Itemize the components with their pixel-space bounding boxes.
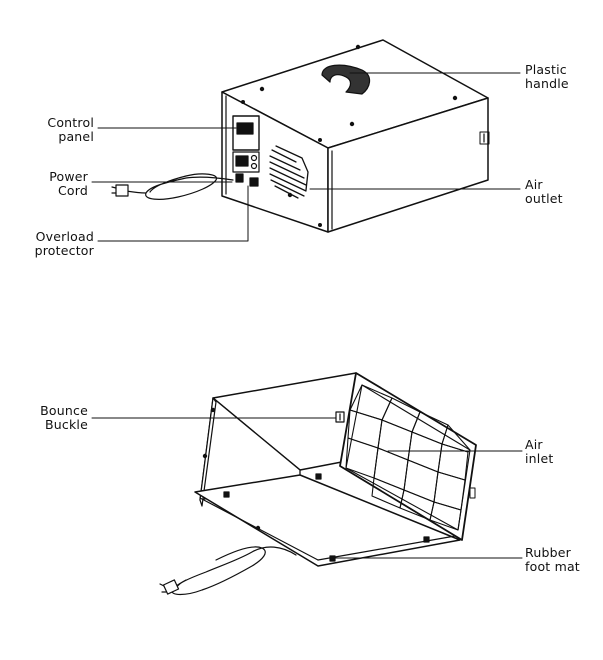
label-rubber-foot-mat: Rubber foot mat — [525, 546, 580, 574]
label-bounce-buckle-line2: Buckle — [45, 417, 88, 432]
label-air-outlet-line2: outlet — [525, 191, 563, 206]
label-air-inlet: Air inlet — [525, 438, 553, 466]
label-bounce-buckle: Bounce Buckle — [30, 404, 88, 432]
label-air-inlet-line2: inlet — [525, 451, 554, 466]
leader-lines-bottom — [91, 417, 523, 559]
label-power-cord-line2: Cord — [57, 183, 88, 198]
label-control-panel-line1: Control — [47, 115, 94, 130]
label-overload-protector-line2: protector — [34, 243, 94, 258]
label-plastic-handle-line1: Plastic — [525, 62, 567, 77]
label-rubber-foot-mat-line2: foot mat — [525, 559, 580, 574]
label-rubber-foot-mat-line1: Rubber — [525, 545, 571, 560]
label-overload-protector: Overload protector — [18, 230, 94, 258]
label-air-outlet-line1: Air — [525, 177, 543, 192]
label-overload-protector-line1: Overload — [35, 229, 94, 244]
assembled-unit-drawing — [111, 39, 490, 233]
underside-drawing — [159, 372, 477, 596]
label-power-cord: Power Cord — [34, 170, 88, 198]
label-control-panel: Control panel — [34, 116, 94, 144]
label-plastic-handle-line2: handle — [525, 76, 569, 91]
label-air-outlet: Air outlet — [525, 178, 563, 206]
label-power-cord-line1: Power — [49, 169, 88, 184]
label-control-panel-line2: panel — [58, 129, 94, 144]
label-air-inlet-line1: Air — [525, 437, 543, 452]
label-plastic-handle: Plastic handle — [525, 63, 569, 91]
label-bounce-buckle-line1: Bounce — [40, 403, 88, 418]
leader-overload-protector — [97, 185, 249, 242]
leader-lines-top — [91, 72, 521, 242]
